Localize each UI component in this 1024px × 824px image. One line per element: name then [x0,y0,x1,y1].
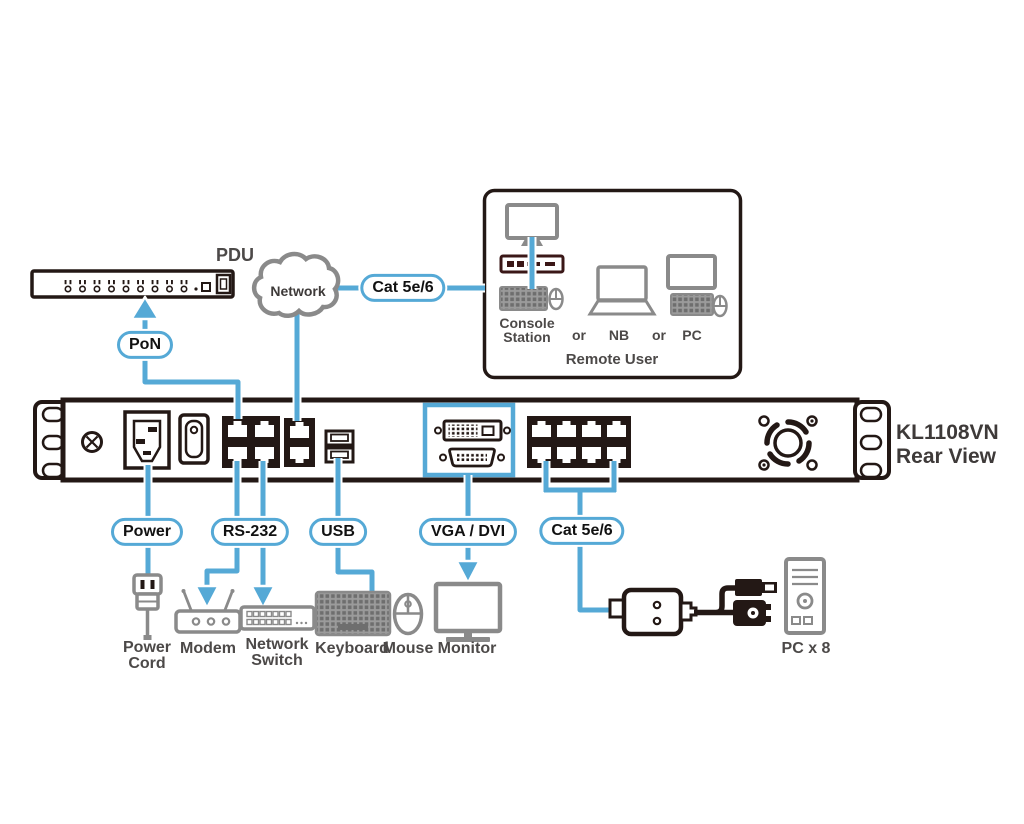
power-cord-label: Power Cord [122,639,172,672]
cooling-fan [758,415,818,471]
vga-dvi-port-box [422,402,516,478]
rj45-port-group-4 [222,416,280,468]
cat5e-top-pill: Cat 5e/6 [360,273,446,303]
device-model: KL1108VN [896,421,999,444]
kvm-switch-rear [33,397,891,483]
cable-cat5e-bottom [543,461,617,613]
power-cord-device [132,573,163,640]
pc-monitor [666,254,717,290]
power-switch [178,413,210,465]
arrow-down-monitor [455,559,481,585]
remote-user-caption: Remote User [565,351,659,368]
pc-label: PC [682,327,702,343]
pon-pill: PoN [117,330,173,360]
rs232-pill: RS-232 [210,517,290,547]
lan-port-group-2 [284,418,315,467]
power-pill: Power [110,517,184,547]
arrow-down-modem [194,584,220,610]
adapter-module [621,587,684,637]
device-title: KL1108VN Rear View [896,421,999,469]
console-station-keyboard [499,286,548,311]
cat5e-bottom-pill: Cat 5e/6 [539,516,625,546]
cables [130,237,619,615]
pdu-label: PDU [215,245,255,265]
monitor-label: Monitor [437,640,497,657]
pc-tower-device [784,557,826,635]
nb-label: NB [608,327,630,343]
usb-ports [324,429,355,464]
or-label-1: or [572,327,586,343]
network-cloud [251,251,341,318]
keyboard-label: Keyboard [315,640,389,657]
arrow-up-pdu [130,295,160,321]
kvm-adapter-cable [608,579,777,637]
network-cloud-label: Network [270,283,326,299]
keyboard-device [314,590,392,637]
grounding-screw [81,431,103,453]
usb-pill: USB [309,517,367,547]
vga-dvi-pill: VGA / DVI [418,517,518,547]
monitor-device [433,581,503,642]
notebook-device [587,265,657,316]
remote-user-box [482,188,743,380]
vga-plug [733,600,771,626]
modem-label: Modem [180,640,236,657]
vga-port [439,447,505,468]
console-station-label: Console Station [499,315,555,345]
network-switch-device [239,605,316,631]
pc-count-label: PC x 8 [781,640,831,657]
cable-usb [335,458,375,594]
ac-power-inlet [123,410,171,470]
usb-plug [735,579,777,596]
device-view: Rear View [896,445,997,468]
pc-keyboard [670,293,714,316]
pdu-device [30,269,235,299]
cable-rs232-modem [204,461,240,587]
arrow-down-switch [250,584,276,610]
mouse-label: Mouse [382,640,434,657]
dvi-port [434,419,511,442]
rj45-port-group-8 [527,416,631,468]
pc-mouse [712,294,728,318]
network-switch-label: Network Switch [245,636,309,669]
console-station-mouse [548,287,564,311]
mouse-device [392,592,424,636]
or-label-2: or [652,327,666,343]
